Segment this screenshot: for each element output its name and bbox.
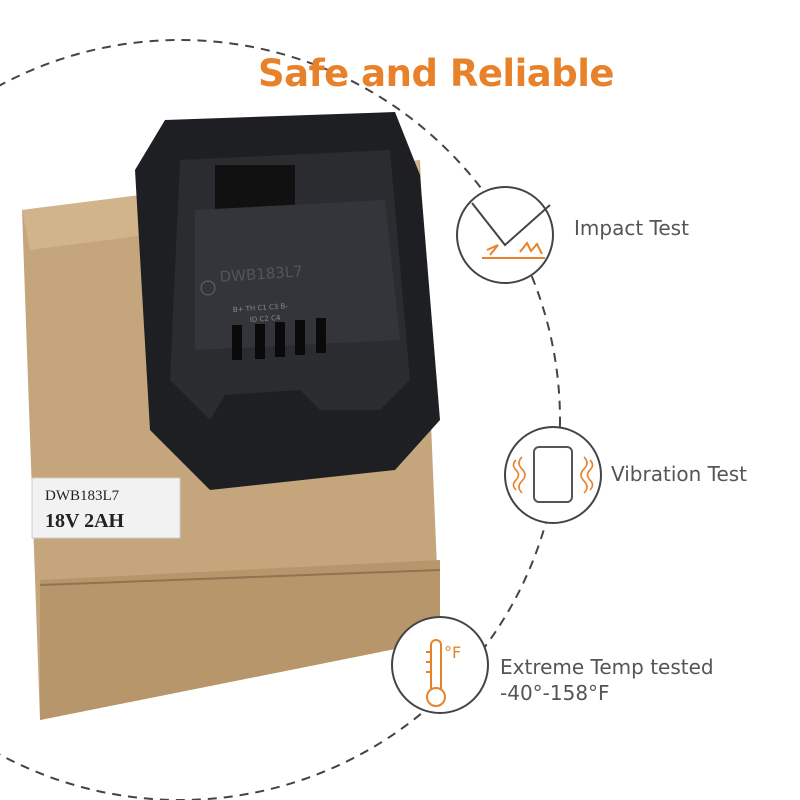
dashed-arc xyxy=(0,39,561,800)
feature-impact-label: Impact Test xyxy=(574,216,689,240)
feature-temp-title: Extreme Temp tested xyxy=(500,655,714,679)
feature-temp-range: -40°-158°F xyxy=(500,681,610,705)
impact-icon xyxy=(456,186,554,284)
vibration-icon xyxy=(504,426,602,524)
pin-labels-bottom: ID C2 C4 xyxy=(250,314,282,324)
box-label xyxy=(31,477,181,539)
box-label-model: DWB183L7 xyxy=(45,488,120,504)
battery-model: DWB183L7 xyxy=(219,262,303,286)
svg-text:°F: °F xyxy=(444,643,461,662)
feature-temp-label: Extreme Temp tested -40°-158°F xyxy=(500,654,714,706)
pin-labels-top: B+ TH C1 C3 B- xyxy=(233,302,289,314)
page-title: Safe and Reliable xyxy=(257,52,615,95)
box-label-spec: 18V 2AH xyxy=(45,510,125,532)
battery: DWB183L7 B+ TH C1 C3 B- ID C2 C4 xyxy=(135,112,440,490)
thermometer-icon: °F xyxy=(391,616,489,714)
feature-vibration-label: Vibration Test xyxy=(611,462,748,486)
